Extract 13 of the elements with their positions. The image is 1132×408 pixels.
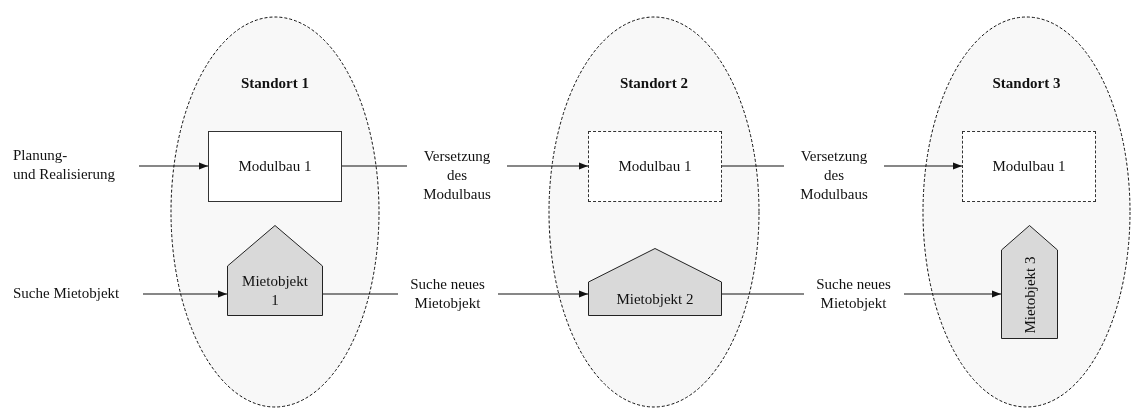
site-title: Standort 2: [619, 74, 689, 93]
site-title: Standort 3: [991, 74, 1062, 93]
house-label: Mietobjekt 3: [1020, 255, 1039, 334]
module-box: Modulbau 1: [208, 131, 342, 202]
house-label: Mietobjekt 2: [615, 289, 695, 309]
arrow: [142, 290, 228, 298]
module-box: Modulbau 1: [588, 131, 722, 202]
site-title: Standort 1: [240, 74, 310, 93]
module-box: Modulbau 1: [962, 131, 1096, 202]
input-text: Suche Mietobjekt: [13, 284, 143, 304]
house-label: Mietobjekt 1: [241, 272, 309, 310]
arrow: [138, 162, 209, 170]
input-text: Planung- und Realisierung: [13, 146, 139, 186]
